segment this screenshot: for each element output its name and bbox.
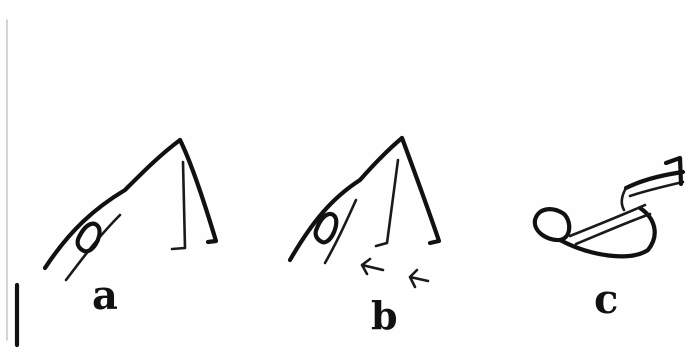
figure-a — [45, 140, 216, 280]
figure-b-outer-body — [290, 138, 402, 260]
figure-b-front-leg — [376, 160, 398, 246]
label-c: c — [594, 280, 618, 320]
figure-c-crossbar — [626, 172, 683, 188]
figure-c-nail-loop-icon — [535, 209, 569, 240]
figure-b-arrow-right-icon — [410, 270, 428, 287]
figure-c — [535, 158, 683, 256]
figure-b-back-leg — [402, 138, 439, 243]
label-a: a — [92, 276, 118, 316]
figure-c-stem — [622, 188, 626, 210]
figure-b-arrow-left-icon — [362, 259, 383, 274]
figure-a-front-leg — [172, 162, 185, 249]
figure-b — [290, 138, 439, 287]
figure-a-outer-body — [45, 140, 180, 268]
figure-a-nail-icon — [78, 224, 100, 252]
figure-c-hook — [666, 158, 681, 184]
label-b: b — [371, 296, 398, 336]
figure-b-inner-edge — [325, 200, 356, 263]
